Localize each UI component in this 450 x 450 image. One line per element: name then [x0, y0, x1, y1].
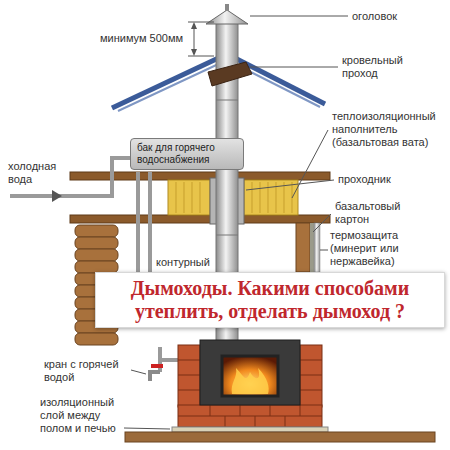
roof-slope — [227, 54, 325, 104]
pipe-joint — [216, 100, 238, 300]
part-label: проходник — [338, 173, 428, 186]
roof-underlayer — [118, 60, 227, 111]
roof-slope — [112, 54, 227, 108]
part-label: базальтовый картон — [335, 200, 415, 226]
ceiling-board — [70, 215, 330, 223]
part-label: минимум 500мм — [100, 32, 188, 45]
hot-water-pipe — [136, 172, 140, 272]
part-label: термозащита (минерит или нержавейка) — [330, 229, 442, 268]
part-label: кровельный проход — [342, 54, 414, 80]
leader-line — [250, 67, 338, 68]
log — [75, 225, 118, 237]
cap-spike — [225, 4, 229, 11]
title-banner: Дымоходы. Какими способами утеплить, отд… — [95, 272, 445, 328]
part-label: изоляционный слой между полом и печью — [40, 396, 122, 435]
leader-line — [320, 250, 328, 251]
dimension-arrow — [191, 22, 197, 29]
tap-spout — [150, 372, 160, 381]
leader-line — [246, 180, 334, 190]
box-text: бак для горячего водоснабжения — [137, 142, 237, 166]
part-label: оголовок — [352, 10, 442, 23]
part-label: холодная вода — [8, 160, 70, 186]
ceiling-board — [70, 172, 330, 180]
leader-line — [124, 428, 170, 429]
dimension-arrow — [191, 49, 197, 56]
diagram-title: Дымоходы. Какими способами утеплить, отд… — [104, 277, 436, 323]
tank-box: бак для горячего водоснабжения — [130, 138, 244, 170]
brick-surround — [300, 345, 322, 407]
part-label: кран с горячей водой — [44, 358, 134, 384]
leader-line — [250, 16, 348, 17]
log — [75, 237, 118, 249]
dimension-line — [188, 22, 214, 23]
wall-board — [296, 223, 310, 272]
part-label: контурный — [156, 256, 214, 269]
insulation-layer — [172, 427, 328, 432]
part-label: теплоизоляционный наполнитель (базальтов… — [332, 110, 444, 149]
tap-handle — [151, 364, 163, 368]
floor — [125, 432, 435, 442]
stove-body — [200, 340, 300, 405]
brick-surround — [178, 345, 200, 407]
log — [75, 333, 118, 345]
leader-line — [292, 130, 328, 198]
leader-line — [131, 370, 146, 374]
log — [75, 249, 118, 261]
stove-window — [222, 356, 278, 396]
basalt-wool — [168, 180, 210, 215]
roof-flashing — [208, 62, 252, 86]
hot-water-pipe — [148, 172, 152, 272]
leader-line — [313, 214, 331, 232]
flow-arrow — [52, 190, 62, 202]
dimension-line — [188, 56, 214, 57]
flame — [232, 368, 269, 394]
basalt-cardboard — [310, 223, 314, 272]
